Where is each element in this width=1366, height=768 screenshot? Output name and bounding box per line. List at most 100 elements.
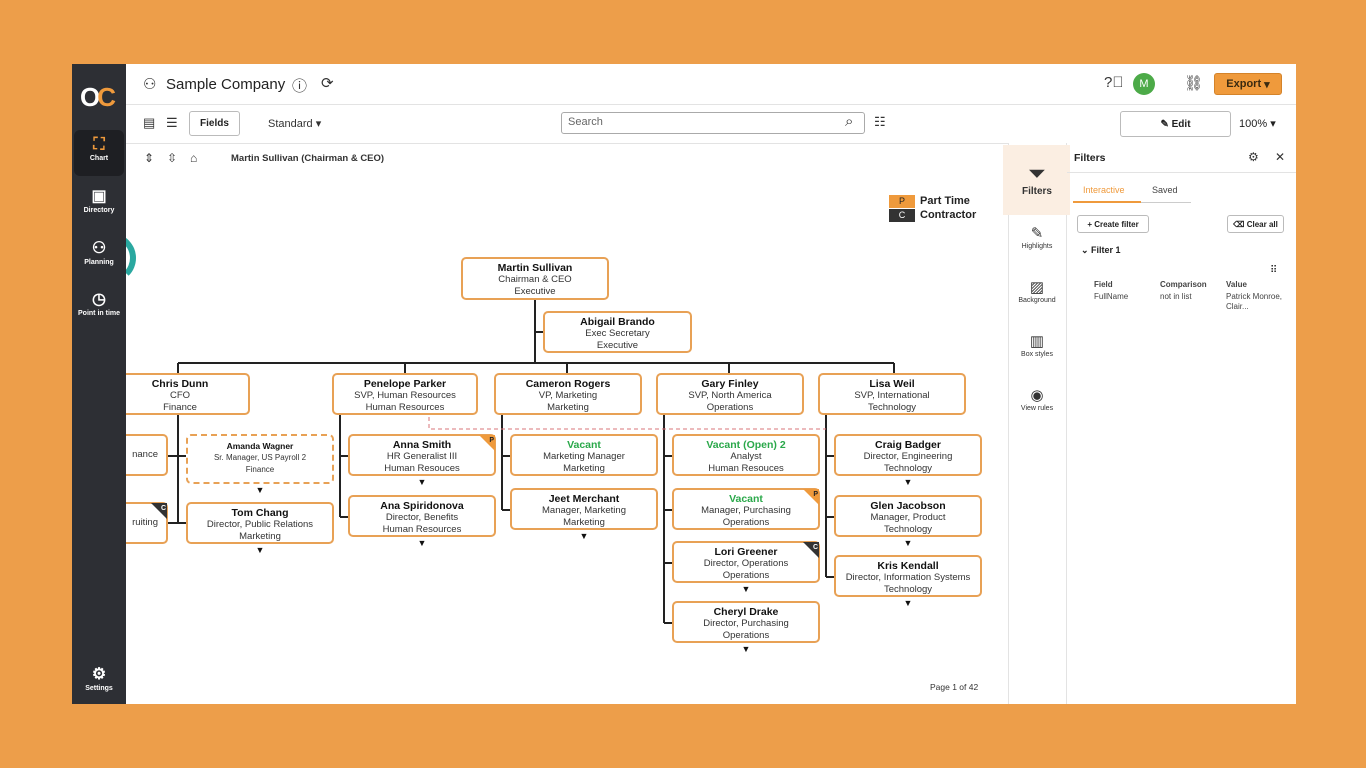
expand-children-icon[interactable]: ▼ <box>903 538 913 548</box>
avatar[interactable]: M <box>1133 73 1155 95</box>
collapse-icon[interactable]: ⇳ <box>167 151 178 165</box>
help-icon[interactable]: ?⃝ <box>1104 74 1124 91</box>
logo[interactable]: OC <box>80 82 116 112</box>
tool-box-styles[interactable]: ▥Box styles <box>1010 333 1064 358</box>
sidebar-item-directory[interactable]: ▣Directory <box>74 182 124 228</box>
tab-saved[interactable]: Saved <box>1152 185 1178 195</box>
expand-children-icon[interactable]: ▼ <box>255 485 265 495</box>
tab-interactive[interactable]: Interactive <box>1083 185 1125 195</box>
tool-background[interactable]: ▨Background <box>1010 279 1064 304</box>
link-icon[interactable]: ⛓ <box>1184 75 1204 92</box>
list-view-icon[interactable]: ☰ <box>166 115 178 130</box>
search-input[interactable]: Search <box>561 112 865 134</box>
expand-icon[interactable]: ⇕ <box>144 151 155 165</box>
node-department: Human Resources <box>382 524 462 535</box>
node-department: Executive <box>596 340 639 351</box>
books-icon: ▥ <box>1029 333 1045 350</box>
sidebar-item-settings[interactable]: ⚙Settings <box>74 660 124 706</box>
legend-code: C <box>889 208 915 222</box>
refresh-icon[interactable]: ⟳ <box>321 75 334 92</box>
card-view-icon[interactable]: ▤ <box>143 115 156 130</box>
tool-view-rules[interactable]: ◉View rules <box>1010 387 1064 412</box>
close-icon[interactable]: ✕ <box>1275 150 1286 164</box>
sidebar-item-point-in-time[interactable]: ◷Point in time <box>74 285 124 331</box>
org-node[interactable]: nance <box>126 434 168 476</box>
expand-children-icon[interactable]: ▼ <box>903 598 913 608</box>
label: Edit <box>1171 118 1191 130</box>
node-title: HR Generalist III <box>386 451 458 462</box>
clear-all-button[interactable]: ⌫ Clear all <box>1227 215 1284 233</box>
node-department: Technology <box>883 463 933 474</box>
zoom-select[interactable]: 100% ▾ <box>1239 118 1276 130</box>
filter-value[interactable]: Patrick Monroe, Clair... <box>1226 292 1283 311</box>
filter-comparison[interactable]: not in list <box>1160 292 1192 301</box>
filter-1-toggle[interactable]: ⌄ Filter 1 <box>1081 245 1121 255</box>
node-department: Human Resouces <box>708 463 784 474</box>
employment-badge: P <box>479 435 495 451</box>
expand-children-icon[interactable]: ▼ <box>903 477 913 487</box>
tab-underline <box>1141 202 1191 203</box>
search-icon[interactable]: ⌕ <box>845 113 854 130</box>
expand-children-icon[interactable]: ▼ <box>417 477 427 487</box>
expand-children-icon[interactable]: ▼ <box>417 538 427 548</box>
divider <box>1067 172 1296 173</box>
export-button[interactable]: Export ▾ <box>1214 73 1282 95</box>
expand-children-icon[interactable]: ▼ <box>579 531 589 541</box>
expand-children-icon[interactable]: ▼ <box>741 584 751 594</box>
sidebar-item-chart[interactable]: ⛶Chart <box>74 130 124 176</box>
directory-icon: ▣ <box>91 188 107 205</box>
node-name: Martin Sullivan <box>497 262 573 274</box>
node-title: ruiting <box>132 517 158 528</box>
create-filter-button[interactable]: + Create filter <box>1077 215 1149 233</box>
sidebar-item-planning[interactable]: ⚇Planning <box>74 234 124 280</box>
node-name: Craig Badger <box>875 439 941 451</box>
breadcrumb[interactable]: Martin Sullivan (Chairman & CEO) <box>231 153 385 164</box>
label: Export <box>1226 78 1262 90</box>
node-name: Chris Dunn <box>151 378 209 390</box>
paint-bucket-icon: ▨ <box>1029 279 1045 296</box>
expand-children-icon[interactable]: ▼ <box>741 644 751 654</box>
label: Filters <box>1021 186 1052 197</box>
node-title: Manager, Marketing <box>542 505 626 516</box>
edit-button[interactable]: ✎ Edit <box>1120 111 1231 137</box>
home-icon[interactable]: ⌂ <box>190 151 198 165</box>
sidebar: OC ⛶Chart ▣Directory ⚇Planning ◷Point in… <box>72 64 126 704</box>
node-title: Marketing Manager <box>543 451 625 462</box>
fields-button[interactable]: Fields <box>189 111 240 136</box>
filter-field[interactable]: FullName <box>1094 292 1129 301</box>
tool-highlights[interactable]: ✎Highlights <box>1010 225 1064 250</box>
expand-children-icon[interactable]: ▼ <box>255 545 265 555</box>
view-select[interactable]: Standard ▾ <box>268 118 322 130</box>
info-icon[interactable]: ⓘ <box>292 78 308 95</box>
gear-icon[interactable]: ⚙ <box>1248 150 1259 164</box>
col-header: Value <box>1226 280 1247 289</box>
highlighter-icon: ✎ <box>1030 225 1044 242</box>
tool-filters[interactable]: ⏷Filters <box>1010 162 1064 197</box>
filter-settings-icon[interactable]: ☷ <box>874 114 886 129</box>
drag-handle-icon[interactable]: ⠿ <box>1270 265 1278 276</box>
node-name: Gary Finley <box>701 378 759 390</box>
